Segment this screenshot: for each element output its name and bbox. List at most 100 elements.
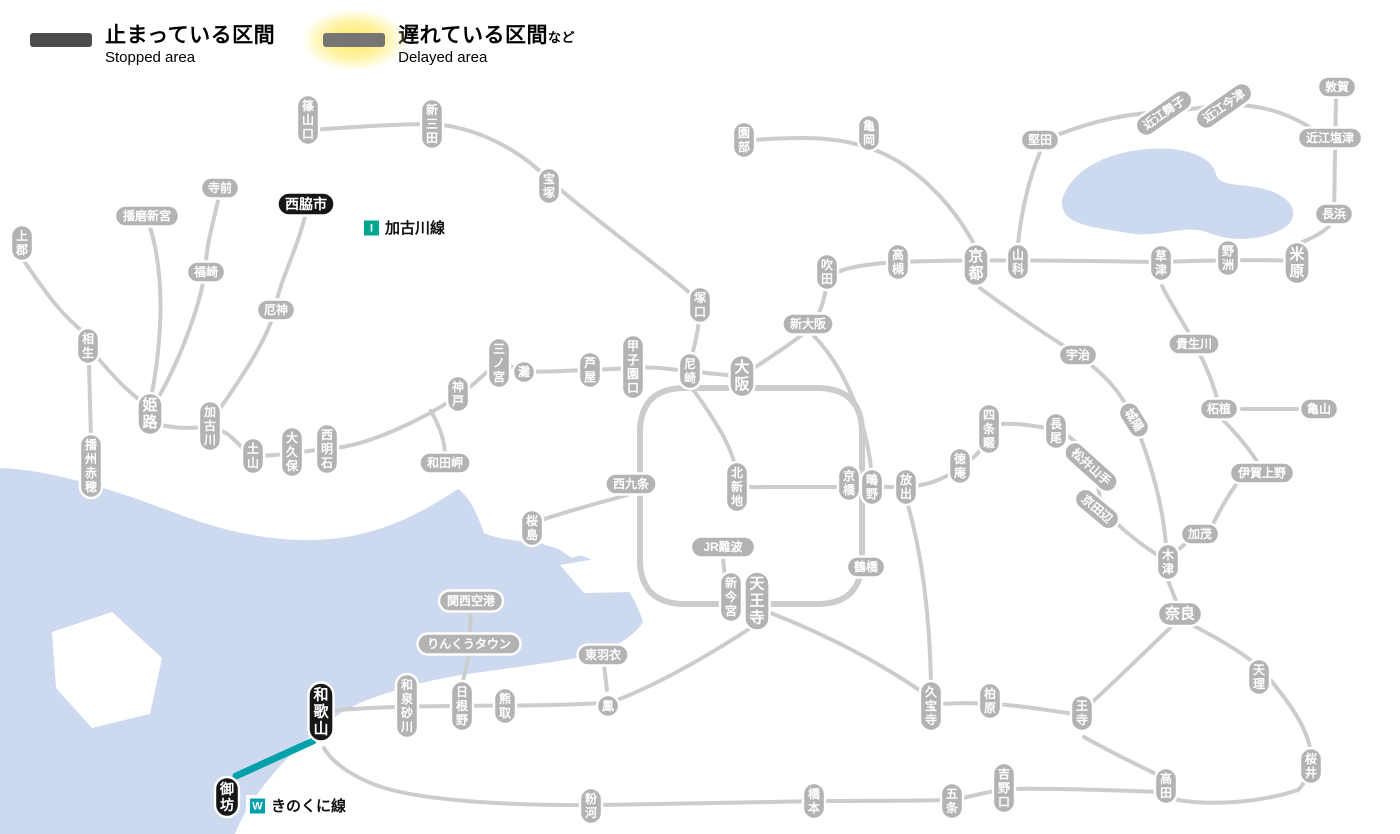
station-pill: 天王寺: [743, 570, 771, 632]
rail-line-yamatoji-oji-kashiwara: [938, 701, 1078, 716]
svg-text:播磨新宮: 播磨新宮: [123, 208, 171, 223]
svg-text:大久保: 大久保: [285, 430, 299, 473]
station-pill: 西九条: [604, 472, 658, 496]
station-pill: 亀山: [1298, 397, 1340, 421]
svg-text:W: W: [252, 801, 263, 813]
svg-text:大阪: 大阪: [734, 358, 750, 393]
svg-text:尼崎: 尼崎: [684, 357, 696, 385]
svg-text:塚口: 塚口: [694, 291, 706, 319]
svg-text:奈良: 奈良: [1164, 605, 1195, 623]
svg-text:関西空港: 関西空港: [447, 593, 496, 608]
station-pill: 三ノ宮: [486, 336, 512, 390]
station-pill: 土山: [240, 436, 266, 476]
station-pill: 柘植: [1198, 397, 1240, 421]
svg-text:I: I: [370, 223, 373, 235]
station-pill-affected: 御坊: [213, 775, 241, 819]
rail-line-nara-line: [978, 286, 1168, 547]
svg-text:和田岬: 和田岬: [426, 455, 463, 470]
svg-text:京都: 京都: [967, 247, 983, 282]
svg-text:加茂: 加茂: [1187, 526, 1212, 541]
station-pill: 園部: [731, 120, 757, 160]
stopped-area-swatch: [30, 33, 92, 47]
rail-line-aioi-himeji: [94, 354, 147, 406]
rail-line-osaka-loop: [637, 385, 865, 607]
svg-text:和泉砂川: 和泉砂川: [400, 677, 414, 734]
station-pill: 高槻: [885, 242, 911, 282]
svg-text:和歌山: 和歌山: [313, 687, 329, 738]
station-pill: 鳳: [595, 693, 621, 719]
station-pill: 亀岡: [856, 113, 882, 153]
svg-text:放出: 放出: [899, 472, 913, 501]
rail-line-yamatoji-west: [766, 610, 924, 694]
station-pill: 篠山口: [295, 93, 321, 147]
rail-line-kosei-line: [1016, 102, 1324, 246]
rail-line-sagano-line: [750, 135, 976, 246]
station-pill: 宇治: [1057, 343, 1099, 367]
water-body: [0, 468, 643, 834]
station-pill: 上郡: [9, 223, 35, 263]
station-pill: りんくうタウン: [416, 632, 522, 656]
station-pill: 厄神: [255, 298, 297, 322]
svg-text:長浜: 長浜: [1322, 206, 1346, 221]
station-pill: 近江塩津: [1296, 126, 1364, 150]
svg-text:りんくうタウン: りんくうタウン: [427, 637, 511, 651]
station-pill: 五条: [939, 781, 965, 821]
svg-text:橋本: 橋本: [808, 786, 821, 815]
svg-text:天王寺: 天王寺: [749, 576, 765, 627]
svg-text:敦賀: 敦賀: [1325, 79, 1349, 94]
svg-text:亀岡: 亀岡: [863, 118, 875, 147]
station-pill: 長浜: [1313, 202, 1355, 226]
svg-text:高槻: 高槻: [892, 247, 904, 276]
station-pill: 甲子園口: [620, 333, 646, 401]
svg-text:篠山口: 篠山口: [302, 98, 315, 141]
svg-text:日根野: 日根野: [456, 685, 468, 727]
rail-line-sanyo-west: [20, 256, 88, 336]
station-pill: 山科: [1005, 242, 1031, 282]
svg-text:福崎: 福崎: [193, 264, 218, 279]
legend-delayed-label-en: Delayed area: [398, 49, 488, 67]
svg-text:鶴橋: 鶴橋: [854, 559, 879, 574]
legend-delayed-label-ja: 遅れている区間など: [398, 24, 575, 47]
svg-text:桜井: 桜井: [1305, 751, 1317, 780]
svg-text:鴫野: 鴫野: [866, 472, 878, 501]
svg-text:高田: 高田: [1160, 771, 1172, 800]
svg-text:姫路: 姫路: [142, 396, 158, 431]
svg-text:近江塩津: 近江塩津: [1306, 130, 1354, 145]
line-label: I 加古川線: [360, 217, 451, 239]
svg-text:宇治: 宇治: [1066, 347, 1090, 362]
station-pill: 北新地: [724, 460, 750, 514]
svg-text:東羽衣: 東羽衣: [585, 647, 621, 662]
station-pill: 熊取: [492, 686, 518, 726]
station-pill: 鶴橋: [845, 555, 887, 579]
station-pill: 和田岬: [418, 451, 472, 475]
station-pill-affected: 和歌山: [307, 681, 335, 743]
svg-text:三ノ宮: 三ノ宮: [493, 342, 505, 384]
rail-line-kishin-line: [147, 222, 163, 400]
rail-line-wadamisaki-line: [429, 409, 447, 457]
station-pill: 和泉砂川: [394, 672, 420, 740]
rail-line-wakayama-line: [322, 746, 1162, 808]
svg-text:伊賀上野: 伊賀上野: [1237, 465, 1286, 480]
station-pill: 木津: [1155, 542, 1181, 582]
svg-text:草津: 草津: [1155, 248, 1167, 277]
svg-text:粉河: 粉河: [584, 791, 597, 820]
svg-text:米原: 米原: [1289, 245, 1305, 280]
svg-text:長尾: 長尾: [1050, 416, 1063, 445]
station-pill: 王寺: [1069, 693, 1095, 733]
svg-text:厄神: 厄神: [264, 302, 288, 317]
station-pill: 高田: [1153, 766, 1179, 806]
rail-line-kinokuni-affected-section: [232, 737, 317, 780]
svg-text:芦屋: 芦屋: [584, 355, 596, 384]
svg-text:加古川線: 加古川線: [384, 219, 445, 237]
legend-stopped-label-ja: 止まっている区間: [105, 24, 276, 47]
svg-text:貴生川: 貴生川: [1176, 336, 1212, 351]
svg-text:四条畷: 四条畷: [982, 408, 996, 450]
svg-text:宝塚: 宝塚: [543, 171, 555, 200]
water-body: [1061, 148, 1294, 239]
station-pill: 大久保: [279, 425, 305, 479]
svg-text:寺前: 寺前: [208, 180, 232, 195]
svg-text:野洲: 野洲: [1222, 244, 1234, 272]
rail-line-wakayama-line-oji-takada: [1082, 735, 1162, 778]
station-pill: 桜島: [519, 508, 545, 548]
